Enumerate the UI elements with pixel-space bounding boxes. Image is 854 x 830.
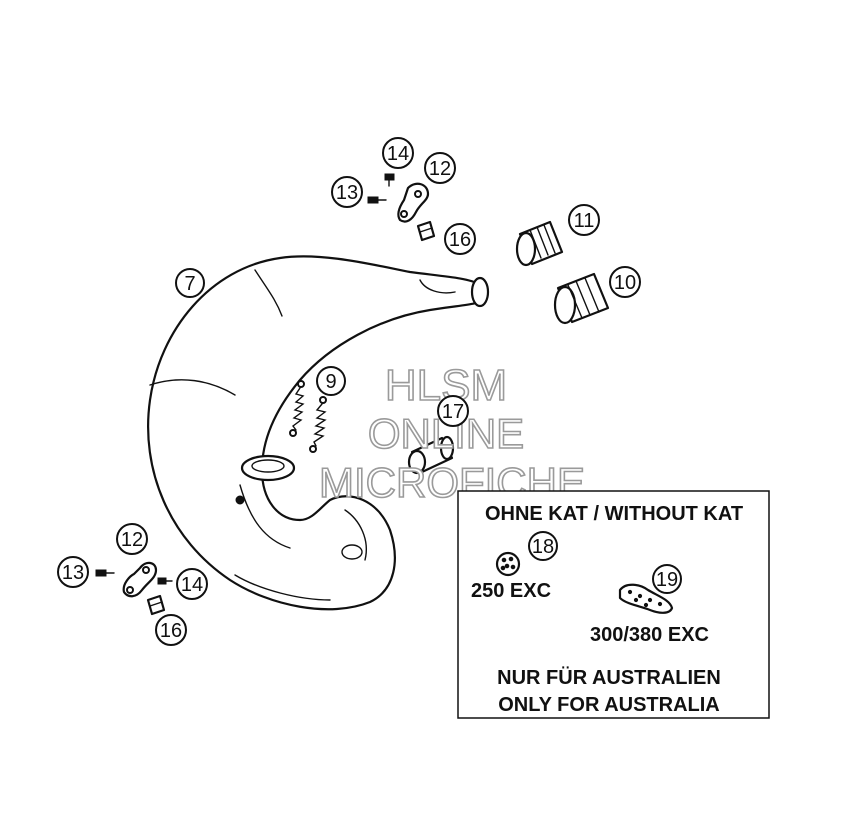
exhaust-pipe [147,255,490,611]
svg-text:11: 11 [574,210,595,232]
tapered-sleeve-17 [407,435,455,475]
svg-text:19: 19 [656,569,678,591]
callout-17: 17 [437,395,469,427]
callout-14-lower: 14 [176,568,208,600]
rubber-sleeve-11 [515,220,564,267]
svg-text:7: 7 [184,273,195,295]
screw-lower-14 [157,577,173,585]
springs [289,380,327,453]
rubber-sleeve-10 [553,272,610,325]
callout-16-upper: 16 [444,223,476,255]
callout-13-upper: 13 [331,176,363,208]
screw-upper-14 [384,173,395,187]
svg-text:16: 16 [449,229,471,251]
without-kat-box: OHNE KAT / WITHOUT KAT 18 250 EXC 19 [457,490,770,719]
australia-note-en: ONLY FOR AUSTRALIA [498,694,720,716]
screw-lower-13 [95,569,115,577]
model-300-label: 300/380 EXC [590,624,709,646]
screw-upper-13 [367,196,387,204]
spring-right [309,396,327,453]
callout-16-lower: 16 [155,614,187,646]
svg-text:9: 9 [325,371,336,393]
callout-7: 7 [175,268,205,298]
callout-9: 9 [316,366,346,396]
svg-text:13: 13 [62,562,84,584]
svg-text:12: 12 [121,529,143,551]
svg-text:14: 14 [181,574,203,596]
svg-text:13: 13 [336,182,358,204]
callout-13-lower: 13 [57,556,89,588]
australia-note-de: NUR FÜR AUSTRALIEN [497,666,721,689]
watermark-line-2: ONLINE [368,410,524,457]
callout-19: 19 [652,564,682,594]
callout-12-lower: 12 [116,523,148,555]
callout-11: 11 [568,204,600,236]
callout-10: 10 [609,266,641,298]
callout-12-upper: 12 [424,152,456,184]
model-250-label: 250 EXC [471,580,551,602]
kat-box-title: OHNE KAT / WITHOUT KAT [485,503,743,525]
insert-300-part [618,583,674,614]
clip-nut-upper-16 [416,220,436,242]
svg-text:17: 17 [442,401,464,423]
svg-text:18: 18 [532,536,554,558]
svg-text:14: 14 [387,143,409,165]
svg-text:16: 16 [160,620,182,642]
callout-14-upper: 14 [382,137,414,169]
svg-text:10: 10 [614,272,636,294]
callout-18: 18 [528,531,558,561]
spring-left [289,380,305,437]
insert-250-part [495,551,521,577]
lower-bracket-hardware [95,561,173,616]
upper-bracket-hardware [367,173,436,242]
svg-text:12: 12 [429,158,451,180]
clip-nut-lower-16 [146,594,166,616]
watermark: HLSM ONLINE MICROFICHE [318,360,586,507]
